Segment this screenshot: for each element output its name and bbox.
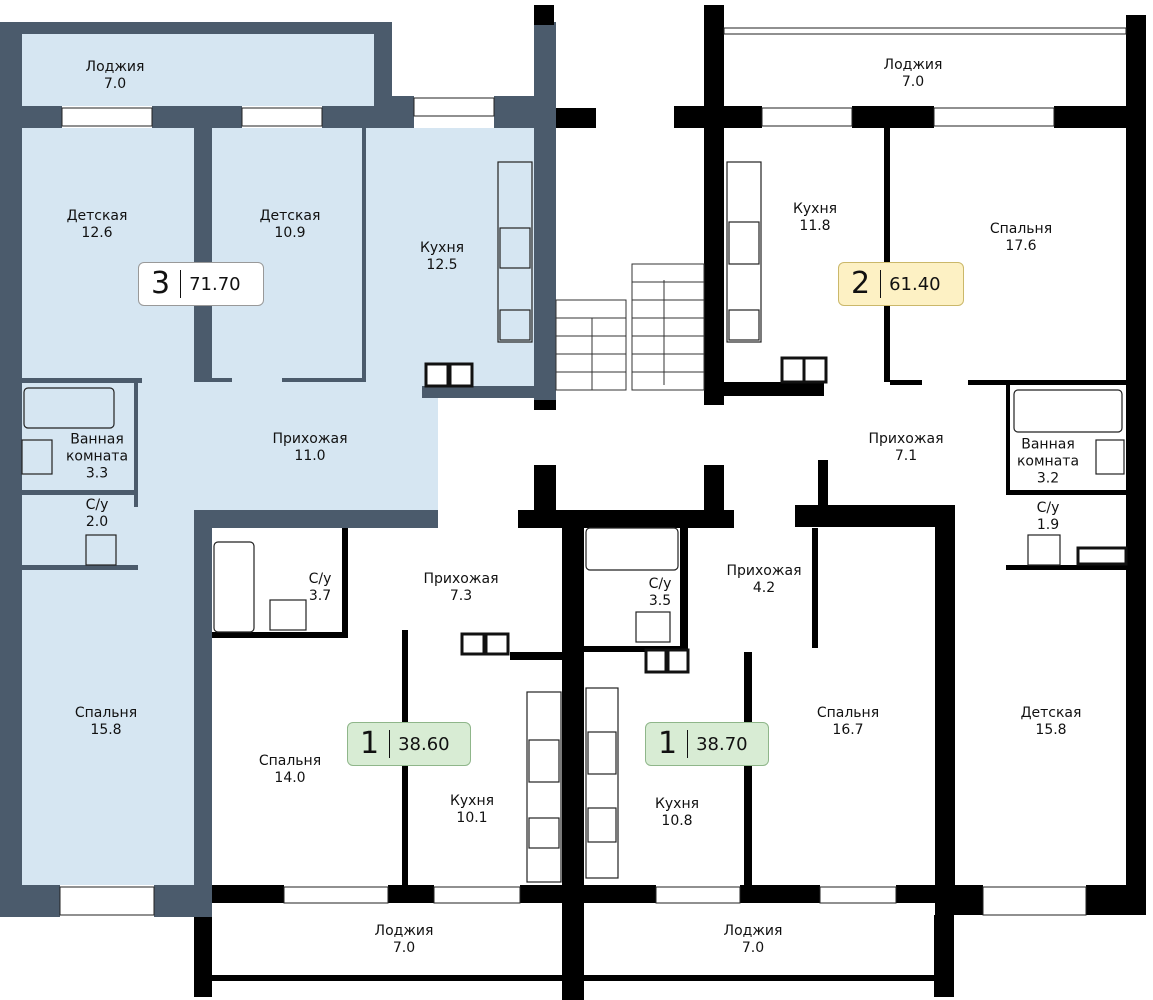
building-walls [194, 5, 1146, 1000]
apartment-area: 71.70 [189, 273, 241, 295]
fixtures [21, 161, 1125, 883]
vent-shafts [424, 356, 1128, 674]
apartment-area: 38.60 [398, 733, 450, 755]
apartment-rooms-count: 3 [139, 269, 182, 299]
apartment-3-walls [0, 22, 556, 917]
apartment-area: 38.70 [696, 733, 748, 755]
apartment-rooms-count: 2 [839, 269, 882, 299]
apartment-badge-1a: 1 38.60 [347, 722, 471, 766]
windows [59, 27, 1127, 916]
apartment-3-highlight [22, 34, 534, 885]
apartment-badge-2: 2 61.40 [838, 262, 964, 306]
staircase [555, 263, 705, 391]
apartment-area: 61.40 [889, 273, 941, 295]
apartment-badge-3: 3 71.70 [138, 262, 264, 306]
apartment-rooms-count: 1 [348, 729, 391, 759]
apartment-badge-1b: 1 38.70 [645, 722, 769, 766]
apartment-rooms-count: 1 [646, 729, 689, 759]
